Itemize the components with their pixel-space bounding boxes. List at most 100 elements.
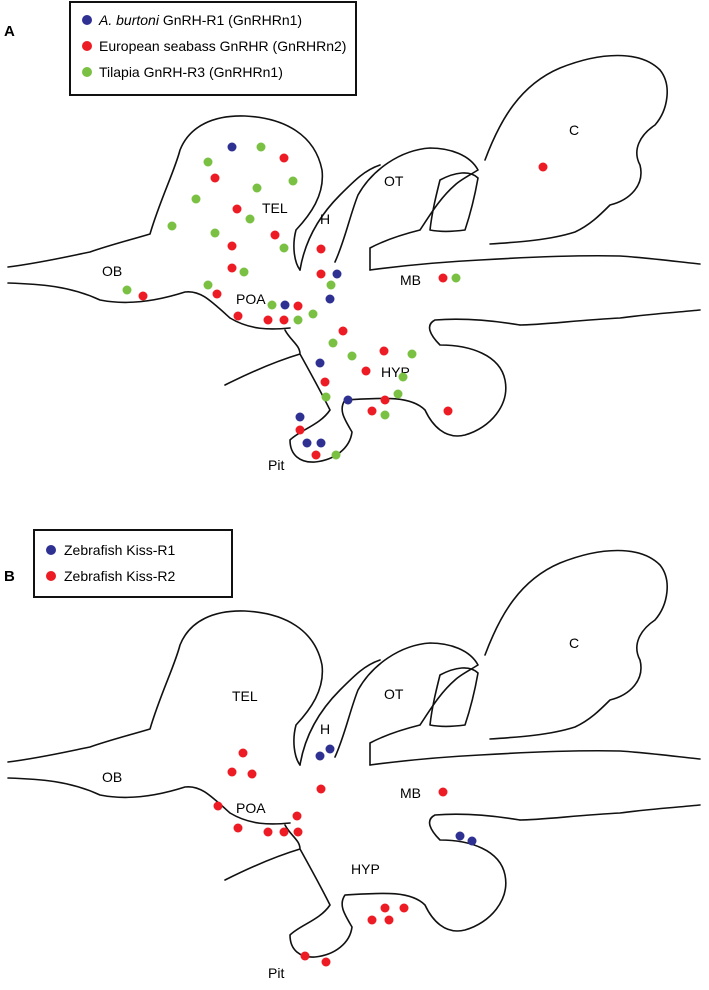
dot-green — [321, 392, 331, 402]
dot-blue — [315, 358, 325, 368]
optic-tectum-outline — [334, 147, 479, 271]
dot-green — [203, 280, 213, 290]
dot-blue — [332, 269, 342, 279]
dot-green — [252, 183, 262, 193]
legend-entry-2: European seabass GnRHR (GnRHRn2) — [99, 38, 346, 54]
dot-red — [399, 903, 409, 913]
region-label-pit: Pit — [268, 965, 284, 981]
region-label-ot: OT — [384, 686, 404, 702]
dot-green — [326, 280, 336, 290]
habenula-outline — [299, 659, 381, 766]
dot-red — [295, 425, 305, 435]
dot-blue — [467, 836, 477, 846]
dot-green — [328, 338, 338, 348]
legend-entry-1: Zebrafish Kiss-R1 — [64, 542, 175, 558]
legend-marker-blue — [46, 545, 56, 555]
region-label-mb: MB — [400, 272, 421, 288]
hypothalamus-outline — [224, 813, 521, 958]
legend-entry-2: Zebrafish Kiss-R2 — [64, 568, 175, 584]
dot-red — [538, 162, 548, 172]
dot-red — [384, 915, 394, 925]
dot-blue — [316, 438, 326, 448]
dot-green — [451, 273, 461, 283]
region-label-c: C — [569, 635, 579, 651]
legend-marker-red — [46, 571, 56, 581]
dot-red — [321, 957, 331, 967]
brain-outline — [7, 549, 701, 958]
dot-green — [347, 351, 357, 361]
dot-red — [316, 244, 326, 254]
dot-red — [361, 366, 371, 376]
hypothalamus-outline — [224, 318, 521, 463]
olfactory-tract-outline — [7, 282, 291, 330]
cerebellum-outline — [484, 549, 668, 740]
region-label-poa: POA — [236, 800, 266, 816]
midbrain-outline — [369, 749, 701, 766]
expression-dots-b — [213, 744, 477, 967]
dot-red — [238, 748, 248, 758]
dot-red — [380, 903, 390, 913]
dot-red — [279, 315, 289, 325]
dot-red — [338, 326, 348, 336]
panel-letter-b: B — [4, 568, 15, 585]
brain-outline — [7, 54, 701, 463]
dot-blue — [343, 395, 353, 405]
dot-red — [380, 395, 390, 405]
legend-b: Zebrafish Kiss-R1 Zebrafish Kiss-R2 — [33, 529, 233, 598]
dot-red — [293, 827, 303, 837]
dot-red — [311, 450, 321, 460]
dot-green — [122, 285, 132, 295]
dot-red — [227, 241, 237, 251]
dot-green — [331, 450, 341, 460]
region-label-c: C — [569, 122, 579, 138]
dot-red — [213, 801, 223, 811]
dot-green — [245, 214, 255, 224]
cerebellum-outline — [484, 54, 668, 245]
legend-marker-green — [82, 67, 92, 77]
optic-tectum-outline — [334, 642, 479, 766]
dot-red — [316, 269, 326, 279]
dot-red — [279, 827, 289, 837]
dot-green — [239, 267, 249, 277]
dot-red — [233, 823, 243, 833]
dot-red — [263, 827, 273, 837]
dot-red — [379, 346, 389, 356]
dot-green — [191, 194, 201, 204]
dot-green — [308, 309, 318, 319]
dot-green — [279, 243, 289, 253]
dot-green — [210, 228, 220, 238]
telencephalon-outline — [7, 610, 324, 766]
legend-a: A. burtoni GnRH-R1 (GnRHRn1) European se… — [69, 1, 357, 96]
dot-green — [407, 349, 417, 359]
dot-red — [270, 230, 280, 240]
dot-green — [267, 300, 277, 310]
dot-red — [227, 263, 237, 273]
region-label-ob: OB — [102, 769, 122, 785]
dot-blue — [315, 751, 325, 761]
panel-b: Zebrafish Kiss-R1 Zebrafish Kiss-R2 B TE… — [0, 495, 709, 990]
dot-green — [380, 410, 390, 420]
panel-letter-a: A — [4, 23, 15, 40]
region-label-poa: POA — [236, 291, 266, 307]
tectum-inner-fold — [429, 667, 479, 728]
dot-red — [438, 273, 448, 283]
brain-diagram-a: A. burtoni GnRH-R1 (GnRHRn1) European se… — [4, 1, 701, 473]
legend-entry-1: A. burtoni GnRH-R1 (GnRHRn1) — [98, 12, 302, 28]
dot-red — [210, 173, 220, 183]
dot-red — [232, 204, 242, 214]
dot-green — [167, 221, 177, 231]
region-label-ob: OB — [102, 263, 122, 279]
dot-blue — [455, 831, 465, 841]
dot-red — [263, 315, 273, 325]
expression-dots-a — [122, 142, 548, 460]
dot-red — [247, 769, 257, 779]
habenula-outline — [299, 164, 381, 271]
dot-blue — [295, 412, 305, 422]
legend-entry-3: Tilapia GnRH-R3 (GnRHRn1) — [99, 64, 283, 80]
dot-blue — [325, 744, 335, 754]
dot-green — [293, 315, 303, 325]
panel-a: A. burtoni GnRH-R1 (GnRHRn1) European se… — [4, 1, 701, 473]
dot-blue — [302, 438, 312, 448]
brain-diagram-b: Zebrafish Kiss-R1 Zebrafish Kiss-R2 B TE… — [4, 529, 701, 981]
telencephalon-outline — [7, 115, 324, 271]
